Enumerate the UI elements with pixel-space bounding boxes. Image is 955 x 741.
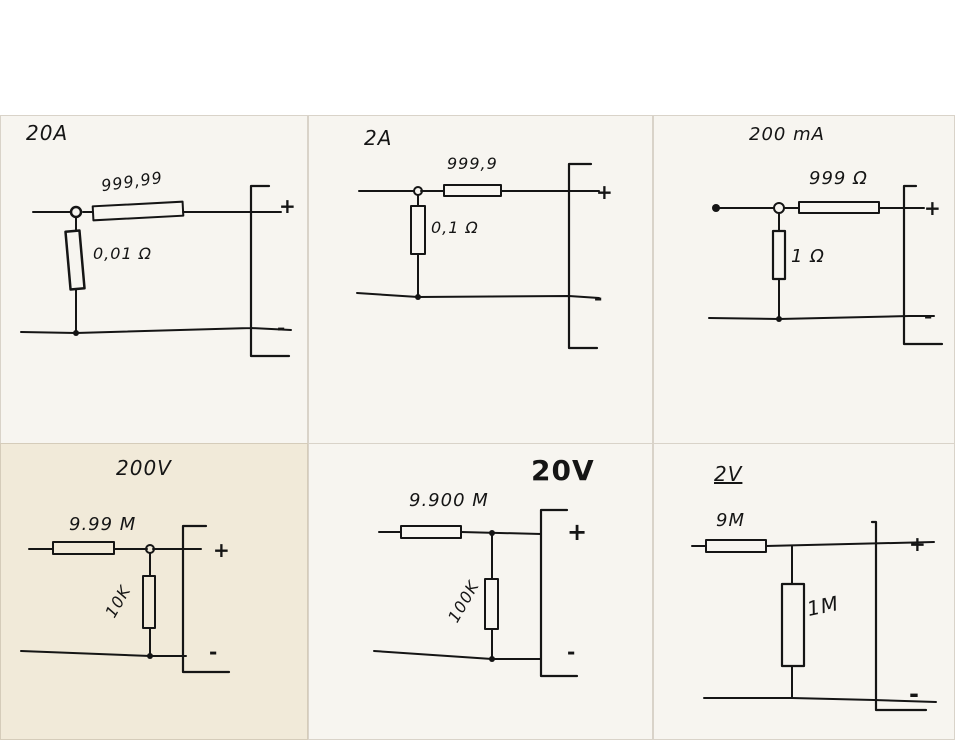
circuit-200v — [20, 524, 231, 674]
panel-20v: 20V 9.900 M 100K + - — [308, 443, 653, 740]
minus-terminal-label: - — [924, 304, 934, 328]
panel-200ma: 200 mA 999 Ω 1 Ω + - — [653, 115, 955, 445]
panel-200v: 200V 9.99 M 10K + - — [0, 443, 308, 740]
range-label: 200V — [116, 456, 172, 480]
series-resistor-label: 999 Ω — [809, 168, 868, 189]
minus-terminal-label: - — [277, 316, 287, 340]
range-label: 20V — [531, 454, 595, 487]
plus-terminal-label: + — [924, 196, 942, 220]
plus-terminal-label: + — [279, 194, 297, 218]
series-resistor-label: 9M — [716, 510, 745, 531]
minus-terminal-label: - — [594, 286, 604, 310]
panel-20a: 20A 999,99 0,01 Ω + - — [0, 115, 308, 445]
series-resistor-label: 9.900 M — [409, 490, 489, 511]
panel-2a: 2A 999,9 0,1 Ω + - — [308, 115, 653, 445]
plus-terminal-label: + — [213, 538, 231, 562]
series-resistor-label: 9.99 M — [69, 514, 137, 535]
minus-terminal-label: - — [567, 640, 577, 664]
panel-2v: 2V 9M 1M + - — [653, 443, 955, 740]
plus-terminal-label: + — [596, 180, 614, 204]
circuit-20v — [373, 508, 579, 678]
shunt-resistor-label: 0,1 Ω — [431, 218, 479, 237]
circuit-2v — [691, 520, 937, 712]
circuit-20a — [20, 184, 292, 358]
shunt-resistor-label: 1 Ω — [791, 246, 825, 267]
circuit-200ma — [708, 184, 944, 346]
range-label: 20A — [26, 121, 69, 145]
minus-terminal-label: - — [209, 640, 219, 664]
plus-terminal-label: + — [567, 518, 589, 546]
series-resistor-label: 999,9 — [447, 154, 498, 173]
range-label: 2V — [714, 462, 743, 486]
minus-terminal-label: - — [909, 680, 920, 708]
circuit-2a — [356, 162, 600, 350]
plus-terminal-label: + — [909, 532, 927, 556]
shunt-resistor-label: 0,01 Ω — [93, 244, 152, 263]
range-label: 2A — [364, 126, 393, 150]
range-label: 200 mA — [749, 124, 825, 145]
